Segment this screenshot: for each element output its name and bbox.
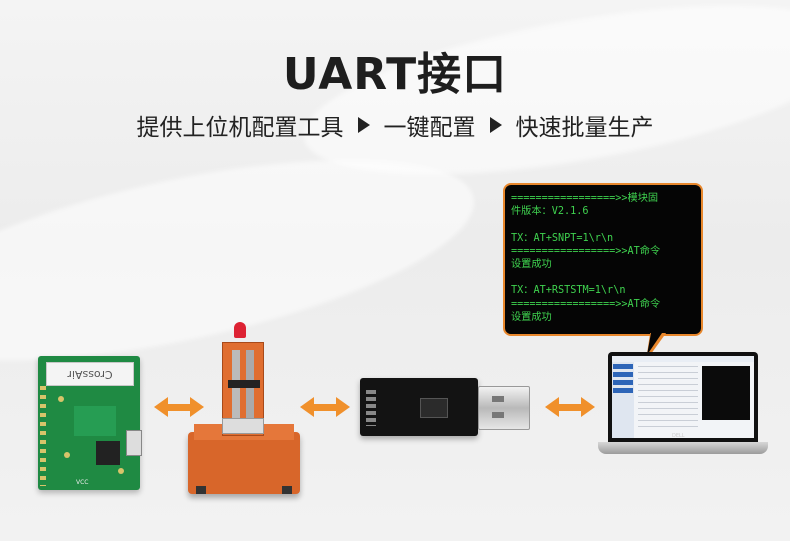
usb-plug: [478, 386, 530, 430]
usb-plug-hole: [492, 396, 504, 402]
adapter-pins: [366, 390, 376, 426]
terminal-line: =================>>AT命令: [511, 298, 661, 310]
pcb-pad: [58, 396, 64, 402]
triangle-arrow-icon: [357, 117, 370, 133]
terminal-bubble: =================>>模块固 件版本：V2.1.6 ​ TX：A…: [503, 183, 703, 336]
pcb-shield: [74, 406, 116, 436]
pcb-switch: [126, 430, 142, 456]
test-fixture: [188, 320, 300, 498]
adapter-board: [360, 378, 478, 436]
rf-module-pcb: CrossAir VCC: [38, 356, 142, 490]
terminal-line: 设置成功: [511, 259, 552, 271]
laptop-base: [598, 442, 768, 454]
pcb-vcc-label: VCC: [76, 479, 89, 486]
subtitle-part-3: 快速批量生产: [515, 115, 654, 141]
laptop-logo: DELL: [672, 433, 685, 439]
usb-uart-adapter: [360, 378, 530, 436]
pcb-label: CrossAir: [46, 362, 134, 386]
terminal-line: ​: [511, 271, 695, 284]
config-tool-sidebar-item: [613, 388, 633, 393]
config-tool-sidebar-item: [613, 380, 633, 385]
bidirectional-arrow-icon: [300, 397, 350, 417]
adapter-chip: [420, 398, 448, 418]
fixture-rod: [246, 350, 254, 430]
page-title: UART接口: [282, 49, 508, 100]
config-tool-sidebar-item: [613, 372, 633, 377]
fixture-lever: [228, 380, 260, 388]
config-tool-rows: [638, 366, 698, 430]
subtitle: 提供上位机配置工具 一键配置 快速批量生产: [0, 108, 790, 142]
laptop: DELL: [598, 352, 768, 464]
fixture-base: [188, 432, 300, 494]
terminal-line: TX：AT+SNPT=1\r\n: [511, 232, 614, 244]
fixture-foot: [282, 486, 292, 494]
terminal-line: ​: [511, 218, 695, 231]
fixture-foot: [196, 486, 206, 494]
subtitle-part-1: 提供上位机配置工具: [136, 115, 344, 141]
config-tool-topbar: [612, 356, 754, 362]
bidirectional-arrow-icon: [154, 397, 204, 417]
terminal-line: 设置成功: [511, 311, 552, 323]
terminal-line: TX：AT+RSTSTM=1\r\n: [511, 285, 626, 297]
fixture-rod: [232, 350, 240, 430]
triangle-arrow-icon: [489, 117, 502, 133]
pcb-chip: [96, 441, 120, 465]
bidirectional-arrow-icon: [545, 397, 595, 417]
config-tool-sidebar-item: [613, 364, 633, 369]
pcb-pad: [64, 452, 70, 458]
usb-plug-hole: [492, 412, 504, 418]
fixture-clamp: [222, 418, 264, 434]
fixture-knob: [234, 322, 246, 338]
pcb-pad: [118, 468, 124, 474]
subtitle-part-2: 一键配置: [383, 115, 476, 141]
terminal-line: =================>>AT命令: [511, 245, 661, 257]
terminal-line: =================>>模块固: [511, 193, 659, 204]
terminal-line: 件版本：V2.1.6: [511, 206, 589, 218]
pcb-pins: [40, 386, 46, 486]
config-tool-terminal: [702, 366, 750, 420]
